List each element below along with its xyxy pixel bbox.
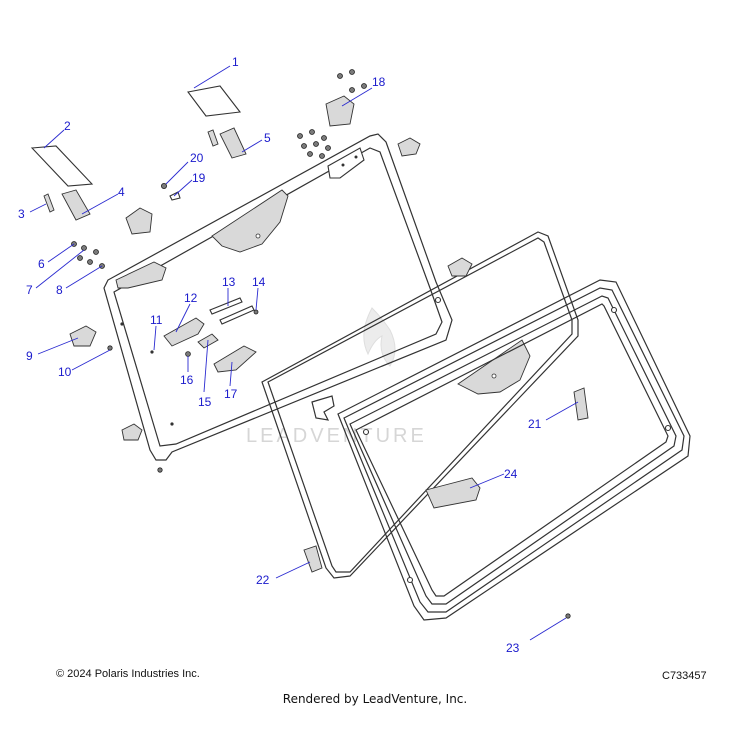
- rendered-by-credit: Rendered by LeadVenture, Inc.: [282, 692, 468, 706]
- bracket-21: [573, 387, 589, 421]
- decal-strip-2: [30, 145, 94, 187]
- drawing-number: C733457: [662, 670, 707, 682]
- windshield-seal-frame: [337, 279, 691, 621]
- callout-21: 21: [528, 417, 542, 431]
- latch-24: [425, 477, 481, 509]
- watermark-brand-text: LEADVENTURE: [246, 425, 427, 447]
- callout-10: 10: [58, 365, 72, 379]
- watermark: LEADVENTURE: [246, 307, 427, 447]
- spacer-5: [207, 129, 219, 147]
- callout-12: 12: [184, 291, 198, 305]
- callout-16: 16: [180, 373, 194, 387]
- callout-3: 3: [18, 207, 25, 221]
- clip-9: [69, 325, 97, 347]
- copyright-notice: © 2024 Polaris Industries Inc.: [56, 668, 200, 680]
- callout-20: 20: [190, 151, 204, 165]
- callouts: 1 2 3 4 5 6 7 8 9 10 11 12 13 14 15 16 1…: [18, 55, 542, 655]
- callout-13: 13: [222, 275, 236, 289]
- callout-22: 22: [256, 573, 270, 587]
- mount-18: [325, 69, 367, 127]
- callout-1: 1: [232, 55, 239, 69]
- callout-7: 7: [26, 283, 33, 297]
- nut-20: [160, 182, 167, 189]
- callout-24: 24: [504, 467, 518, 481]
- fastener-23: [565, 613, 571, 619]
- mount-mid-right: [447, 257, 473, 277]
- spacer-3: [43, 193, 55, 213]
- callout-18: 18: [372, 75, 386, 89]
- bracket-22: [303, 545, 323, 573]
- callout-9: 9: [26, 349, 33, 363]
- leader-lines: [29, 65, 579, 641]
- windshield-glass-panel: [261, 231, 579, 579]
- mount-top-right: [397, 137, 421, 157]
- callout-6: 6: [38, 257, 45, 271]
- mount-left-bottom: [121, 423, 143, 441]
- pad-4: [61, 189, 91, 221]
- callout-11: 11: [150, 313, 163, 327]
- fastener-10: [107, 345, 113, 351]
- pad-5: [219, 127, 247, 159]
- latch-hardware: [150, 297, 259, 373]
- callout-2: 2: [64, 119, 71, 133]
- callout-14: 14: [252, 275, 266, 289]
- decal-strip-1: [187, 85, 242, 117]
- callout-4: 4: [118, 185, 125, 199]
- screw-19: [169, 191, 181, 201]
- callout-5: 5: [264, 131, 271, 145]
- fasteners-top-right: [297, 129, 331, 159]
- callout-23: 23: [506, 641, 520, 655]
- fastener-left-bottom: [157, 467, 163, 473]
- callout-19: 19: [192, 171, 206, 185]
- callout-8: 8: [56, 283, 63, 297]
- callout-15: 15: [198, 395, 212, 409]
- front-windshield-frame: [103, 133, 453, 461]
- fasteners-6-7-8: [71, 241, 105, 269]
- mount-left-top: [125, 207, 153, 235]
- callout-17: 17: [224, 387, 238, 401]
